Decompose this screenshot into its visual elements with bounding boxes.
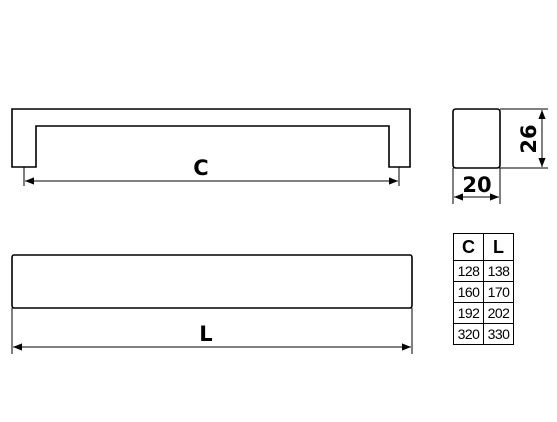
handle-side-profile — [11, 108, 411, 168]
height-dimension-label: 26 — [517, 124, 541, 153]
table-row: 128 138 — [453, 260, 514, 282]
size-table-header-c: C — [453, 233, 484, 261]
size-table: C L 128 138 160 170 192 202 320 330 — [453, 233, 514, 345]
table-cell-l: 330 — [483, 323, 514, 345]
size-table-header-row: C L — [453, 233, 514, 261]
size-table-header-l: L — [483, 233, 514, 261]
l-dimension-label: L — [199, 322, 212, 346]
table-cell-l: 170 — [483, 281, 514, 303]
width-dimension-label: 20 — [462, 173, 491, 197]
table-cell-l: 138 — [483, 260, 514, 282]
handle-top-profile — [11, 254, 413, 309]
table-cell-l: 202 — [483, 302, 514, 324]
handle-cross-section — [452, 108, 501, 169]
table-cell-c: 128 — [453, 260, 484, 282]
table-cell-c: 192 — [453, 302, 484, 324]
table-row: 160 170 — [453, 281, 514, 303]
table-cell-c: 160 — [453, 281, 484, 303]
table-row: 320 330 — [453, 323, 514, 345]
table-row: 192 202 — [453, 302, 514, 324]
table-cell-c: 320 — [453, 323, 484, 345]
c-dimension-label: C — [193, 156, 208, 180]
